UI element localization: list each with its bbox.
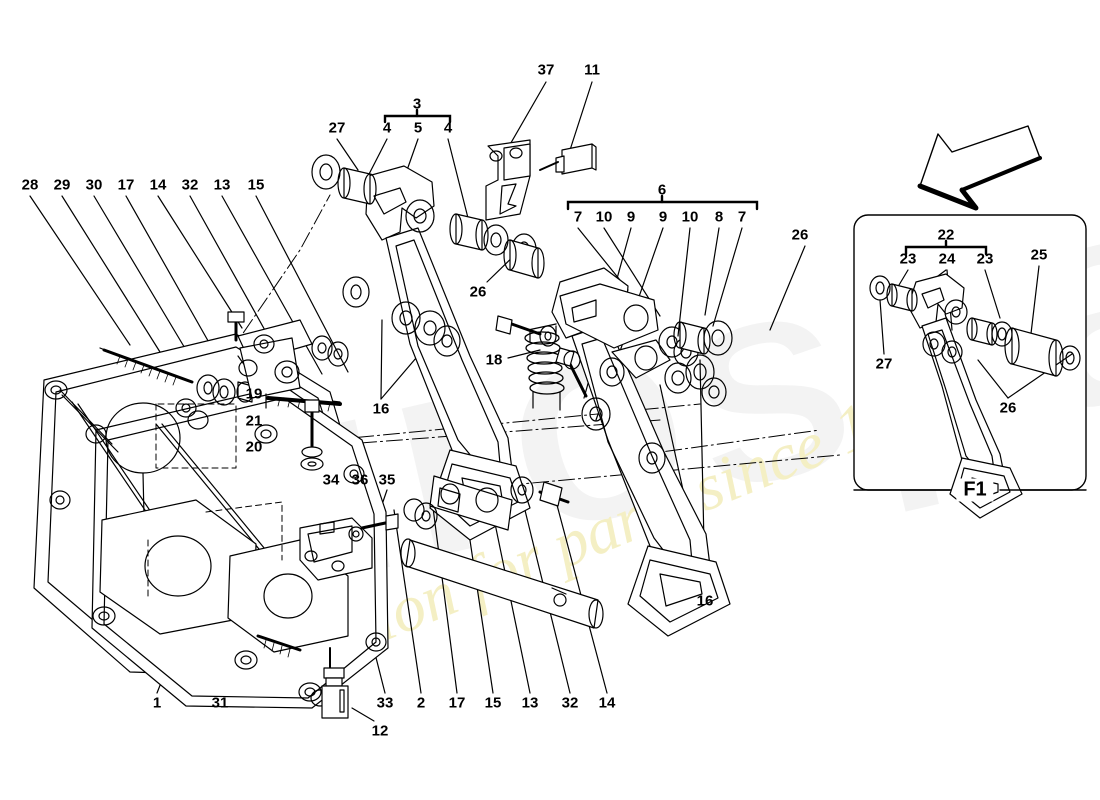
callout-34: 34 [322,471,340,489]
inset-label-f1: F1 [956,478,994,502]
callout-1: 1 [152,694,162,712]
callout-16-b: 16 [696,592,714,610]
callout-36: 36 [351,471,369,489]
bracket-3-label: 3 [412,95,422,113]
callout-7-b: 7 [737,208,747,226]
callout-10-b: 10 [681,208,699,226]
callout-12: 12 [371,722,389,740]
callout-15-b: 15 [484,694,502,712]
callout-24: 24 [938,250,956,268]
callout-7-a: 7 [573,208,583,226]
callout-17-b: 17 [448,694,466,712]
callout-21: 21 [245,412,263,430]
callout-35: 35 [378,471,396,489]
callout-9-b: 9 [658,208,668,226]
callout-14: 14 [149,176,167,194]
callout-5: 5 [413,119,423,137]
callout-18: 18 [485,351,503,369]
callout-16-a: 16 [372,400,390,418]
callout-29: 29 [53,176,71,194]
callout-4-left: 4 [382,119,392,137]
callout-13: 13 [213,176,231,194]
callout-4-right: 4 [443,119,453,137]
callout-26-inset: 26 [999,399,1017,417]
callout-23-left: 23 [899,250,917,268]
callout-2: 2 [416,694,426,712]
callout-14-b: 14 [598,694,616,712]
callout-23-right: 23 [976,250,994,268]
callout-11: 11 [584,61,600,79]
callout-33: 33 [376,694,394,712]
callout-19: 19 [245,385,263,403]
callout-8: 8 [714,208,724,226]
callout-13-b: 13 [521,694,539,712]
callout-27-top: 27 [328,119,346,137]
callout-9-a: 9 [626,208,636,226]
callout-26-mid: 26 [469,283,487,301]
callout-28: 28 [21,176,39,194]
callout-32: 32 [181,176,199,194]
callout-10-a: 10 [595,208,613,226]
callout-37: 37 [537,61,555,79]
callout-20: 20 [245,438,263,456]
callout-15: 15 [247,176,265,194]
callout-30: 30 [85,176,103,194]
callout-17: 17 [117,176,135,194]
callout-32-b: 32 [561,694,579,712]
bracket-22-label: 22 [937,226,955,244]
callout-26-right: 26 [791,226,809,244]
callout-25: 25 [1030,246,1048,264]
bracket-6-label: 6 [657,181,667,199]
callout-27-inset: 27 [875,355,893,373]
callout-31: 31 [211,694,229,712]
